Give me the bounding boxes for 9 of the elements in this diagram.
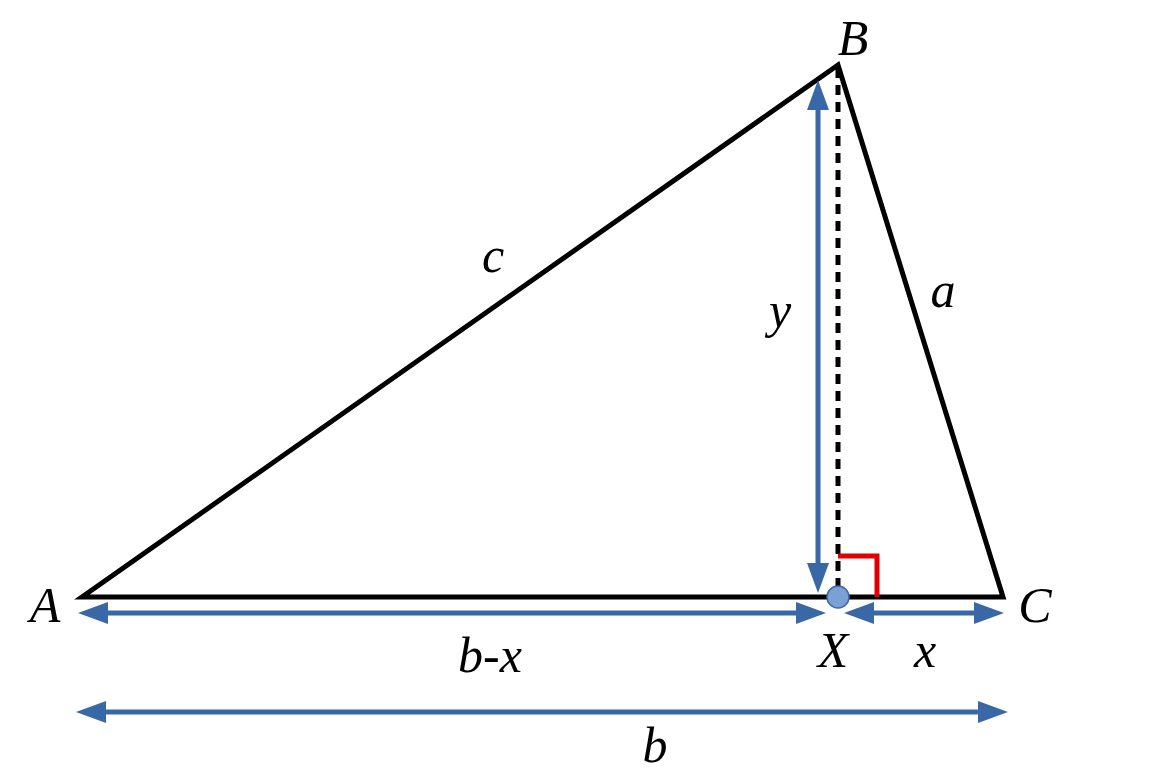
vertex-label: C: [1018, 580, 1052, 630]
dimension-label: b-x: [458, 630, 522, 680]
dimension-label: b: [642, 720, 668, 770]
dimension-label: x: [913, 625, 937, 675]
vertex-label: X: [817, 625, 849, 675]
side-label: a: [930, 265, 956, 315]
side-label: c: [481, 230, 505, 280]
vertex-label: B: [837, 13, 869, 63]
vertex-label: A: [29, 580, 61, 630]
